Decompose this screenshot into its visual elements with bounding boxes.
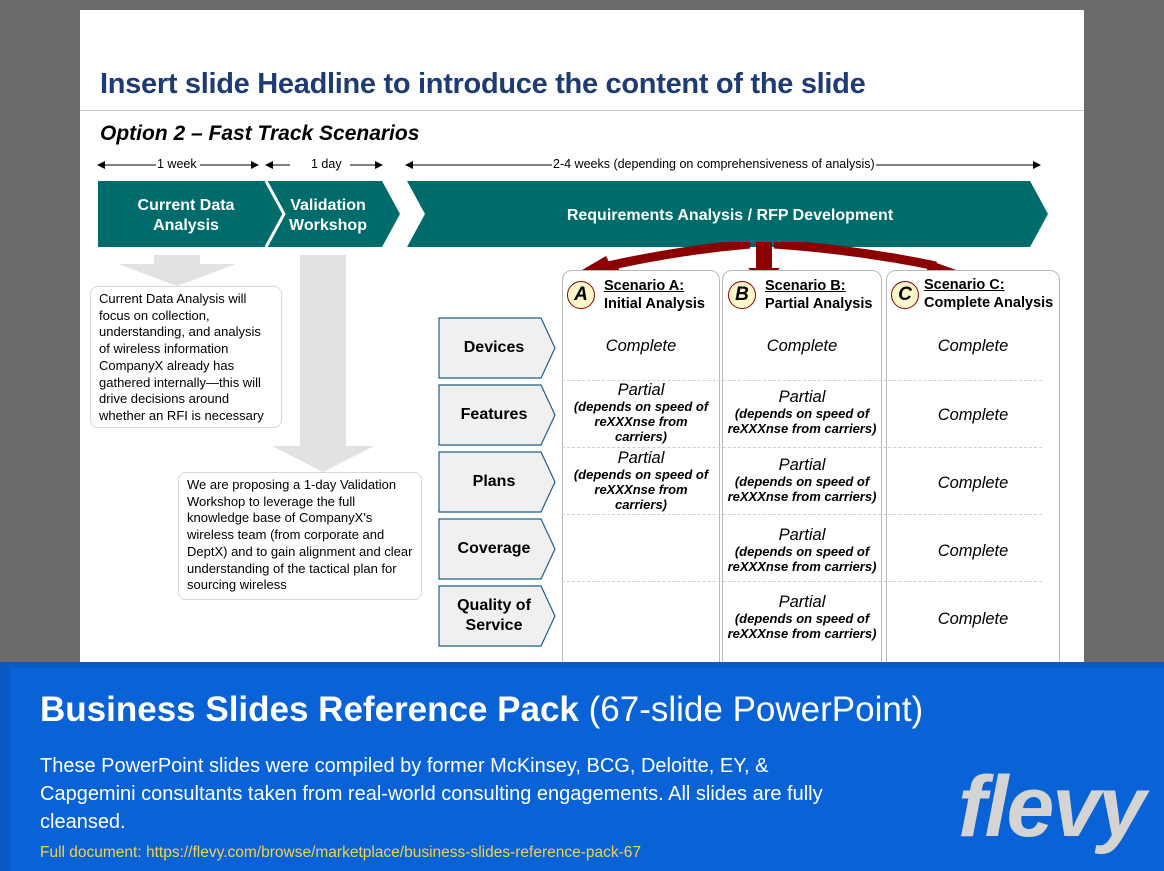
row-separator [562,447,1042,448]
row-separator [562,514,1042,515]
cell-c-devices: Complete [937,337,1009,355]
cell-c-coverage: Complete [937,542,1009,560]
cell-a-features: Partial (depends on speed of reXXXnse fr… [573,381,709,444]
headline-divider [80,110,1084,111]
scenario-a-badge: A [567,281,595,309]
row-separator [562,581,1042,582]
cell-b-coverage: Partial (depends on speed of reXXXnse fr… [727,526,877,574]
banner-title: Business Slides Reference Pack (67-slide… [40,690,924,729]
cell-a-plans: Partial (depends on speed of reXXXnse fr… [573,449,709,512]
banner-description: These PowerPoint slides were compiled by… [40,755,823,833]
slide: Insert slide Headline to introduce the c… [80,10,1084,710]
phase-validation-workshop: Validation Workshop [289,197,367,234]
cell-b-devices: Complete [766,337,838,355]
flevy-logo: flevy [958,759,1146,855]
slide-subtitle: Option 2 – Fast Track Scenarios [100,122,420,145]
scenario-b-title: Scenario B: Partial Analysis [765,278,873,312]
phase-requirements-analysis: Requirements Analysis / RFP Development [566,207,894,224]
row-label-shapes [438,317,556,647]
grey-down-arrows [118,255,374,472]
cell-b-quality-of-service: Partial (depends on speed of reXXXnse fr… [727,593,877,641]
promo-banner: Business Slides Reference Pack (67-slide… [0,662,1164,871]
duration-phase1: 1 week [156,157,198,171]
scenario-c-badge: C [891,281,919,309]
scenario-a-box [562,270,720,710]
cell-c-features: Complete [937,406,1009,424]
duration-phase2: 1 day [310,157,343,171]
scenario-b-box [722,270,882,710]
row-label-plans: Plans [472,473,516,490]
row-label-features: Features [460,406,528,423]
note-validation-workshop: We are proposing a 1-day Validation Work… [178,472,422,600]
cell-b-plans: Partial (depends on speed of reXXXnse fr… [727,456,877,504]
duration-phase3: 2-4 weeks (depending on comprehensivenes… [552,157,876,171]
slide-headline: Insert slide Headline to introduce the c… [100,68,866,100]
row-label-coverage: Coverage [457,540,531,557]
scenario-b-badge: B [728,281,756,309]
cell-b-features: Partial (depends on speed of reXXXnse fr… [727,388,877,436]
cell-a-devices: Complete [605,337,677,355]
row-label-quality-of-service: Quality of Service [457,597,531,634]
row-label-devices: Devices [463,339,525,356]
scenario-c-title: Scenario C: Complete Analysis [924,277,1054,311]
cell-c-quality-of-service: Complete [937,610,1009,628]
scenario-a-title: Scenario A: Initial Analysis [604,278,705,312]
scenario-c-box [886,270,1060,710]
phase-chevrons [98,180,1048,248]
note-current-data-analysis: Current Data Analysis will focus on coll… [90,286,282,428]
cell-c-plans: Complete [937,474,1009,492]
promo-banner-panel: Business Slides Reference Pack (67-slide… [10,668,1164,871]
banner-document-link[interactable]: Full document: https://flevy.com/browse/… [40,844,642,861]
row-separator [562,380,1042,381]
phase-current-data-analysis: Current Data Analysis [137,197,235,234]
